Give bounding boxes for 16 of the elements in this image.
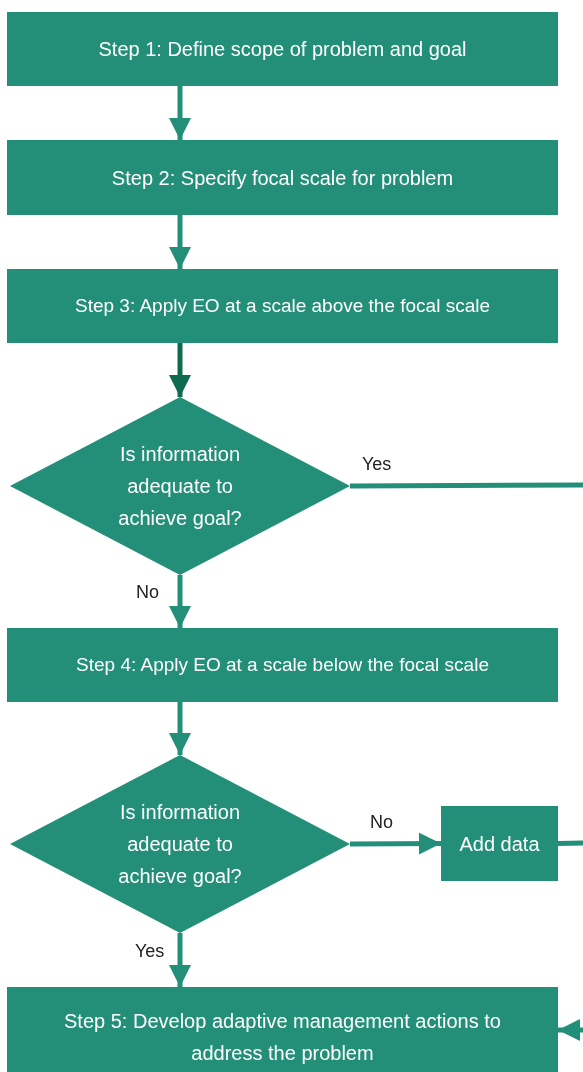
- arrow: [169, 215, 191, 269]
- process-box: Step 1: Define scope of problem and goal: [7, 12, 558, 86]
- decision-text: Is information adequate to achieve goal?: [117, 800, 243, 889]
- arrow: [558, 1019, 583, 1041]
- process-box: Add data: [441, 806, 558, 881]
- arrow: [169, 933, 191, 987]
- decision-text: Is information adequate to achieve goal?: [117, 442, 243, 531]
- arrow: [169, 343, 191, 397]
- arrow: [169, 575, 191, 628]
- arrow: [169, 86, 191, 140]
- process-box: Step 3: Apply EO at a scale above the focal scale: [7, 269, 558, 343]
- process-box: Step 5: Develop adaptive management actions to address the problem: [7, 987, 558, 1072]
- arrow: [169, 702, 191, 755]
- arrow: [350, 832, 441, 855]
- process-box: Step 2: Specify focal scale for problem: [7, 140, 558, 215]
- process-box: Step 4: Apply EO at a scale below the focal scale: [7, 628, 558, 702]
